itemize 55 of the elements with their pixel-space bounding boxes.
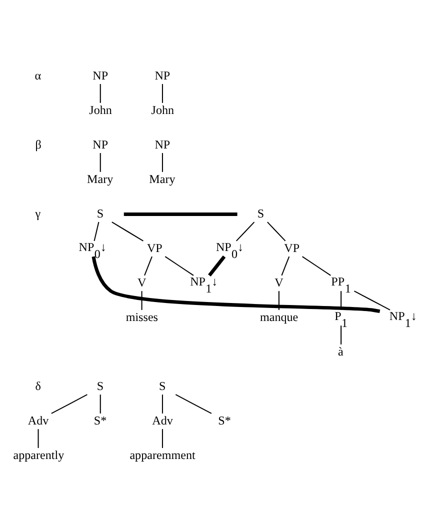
- node-text: Mary: [149, 172, 176, 186]
- label: α: [34, 68, 42, 82]
- node-text: Adv: [28, 413, 49, 428]
- node-text: apparemment: [130, 448, 196, 462]
- node-text: Mary: [87, 172, 114, 186]
- connector: [38, 429, 39, 448]
- connector: [144, 256, 152, 276]
- connector: [354, 290, 390, 310]
- connector: [100, 84, 101, 103]
- node-text: S*: [218, 413, 231, 428]
- connector: [175, 394, 212, 414]
- connector: [112, 222, 144, 242]
- node-text: Adv: [152, 413, 173, 428]
- connector: [94, 222, 100, 242]
- node-text: misses: [126, 310, 158, 324]
- connector: [236, 222, 255, 242]
- node-text: S: [96, 378, 104, 393]
- node-text: John: [89, 102, 112, 117]
- node-text: NP: [92, 137, 108, 152]
- connector: [281, 256, 290, 276]
- label: γ: [35, 206, 41, 220]
- connector: [141, 291, 142, 310]
- connector: [162, 84, 164, 103]
- node-text: NP: [92, 68, 108, 82]
- node-text: V: [274, 275, 284, 290]
- node-text: S: [159, 378, 166, 393]
- connector: [100, 153, 101, 172]
- connector: [208, 256, 226, 277]
- node-text: John: [151, 102, 174, 117]
- node-text: NP: [154, 68, 170, 82]
- node-text: à: [338, 344, 344, 358]
- label: β: [35, 137, 42, 152]
- connector: [340, 326, 342, 344]
- connector: [51, 394, 88, 414]
- node-text: S*: [94, 413, 107, 428]
- label: δ: [35, 378, 41, 393]
- node-text: VP: [146, 240, 162, 255]
- node-text: manque: [260, 310, 298, 324]
- node-text: S: [96, 206, 104, 220]
- connector: [162, 394, 164, 414]
- node-text: S: [257, 206, 264, 220]
- connector: [164, 256, 194, 276]
- connector: [278, 291, 280, 310]
- connector: [162, 429, 164, 448]
- node-text: V: [137, 275, 146, 290]
- connector: [124, 212, 238, 216]
- node-text: NP: [154, 137, 170, 152]
- connector: [340, 291, 342, 310]
- connector: [267, 222, 286, 242]
- connector: [92, 256, 380, 314]
- connector: [100, 394, 101, 414]
- node-text: apparently: [13, 448, 64, 462]
- node-text: VP: [284, 240, 300, 255]
- connector: [162, 153, 164, 172]
- connector: [302, 256, 331, 276]
